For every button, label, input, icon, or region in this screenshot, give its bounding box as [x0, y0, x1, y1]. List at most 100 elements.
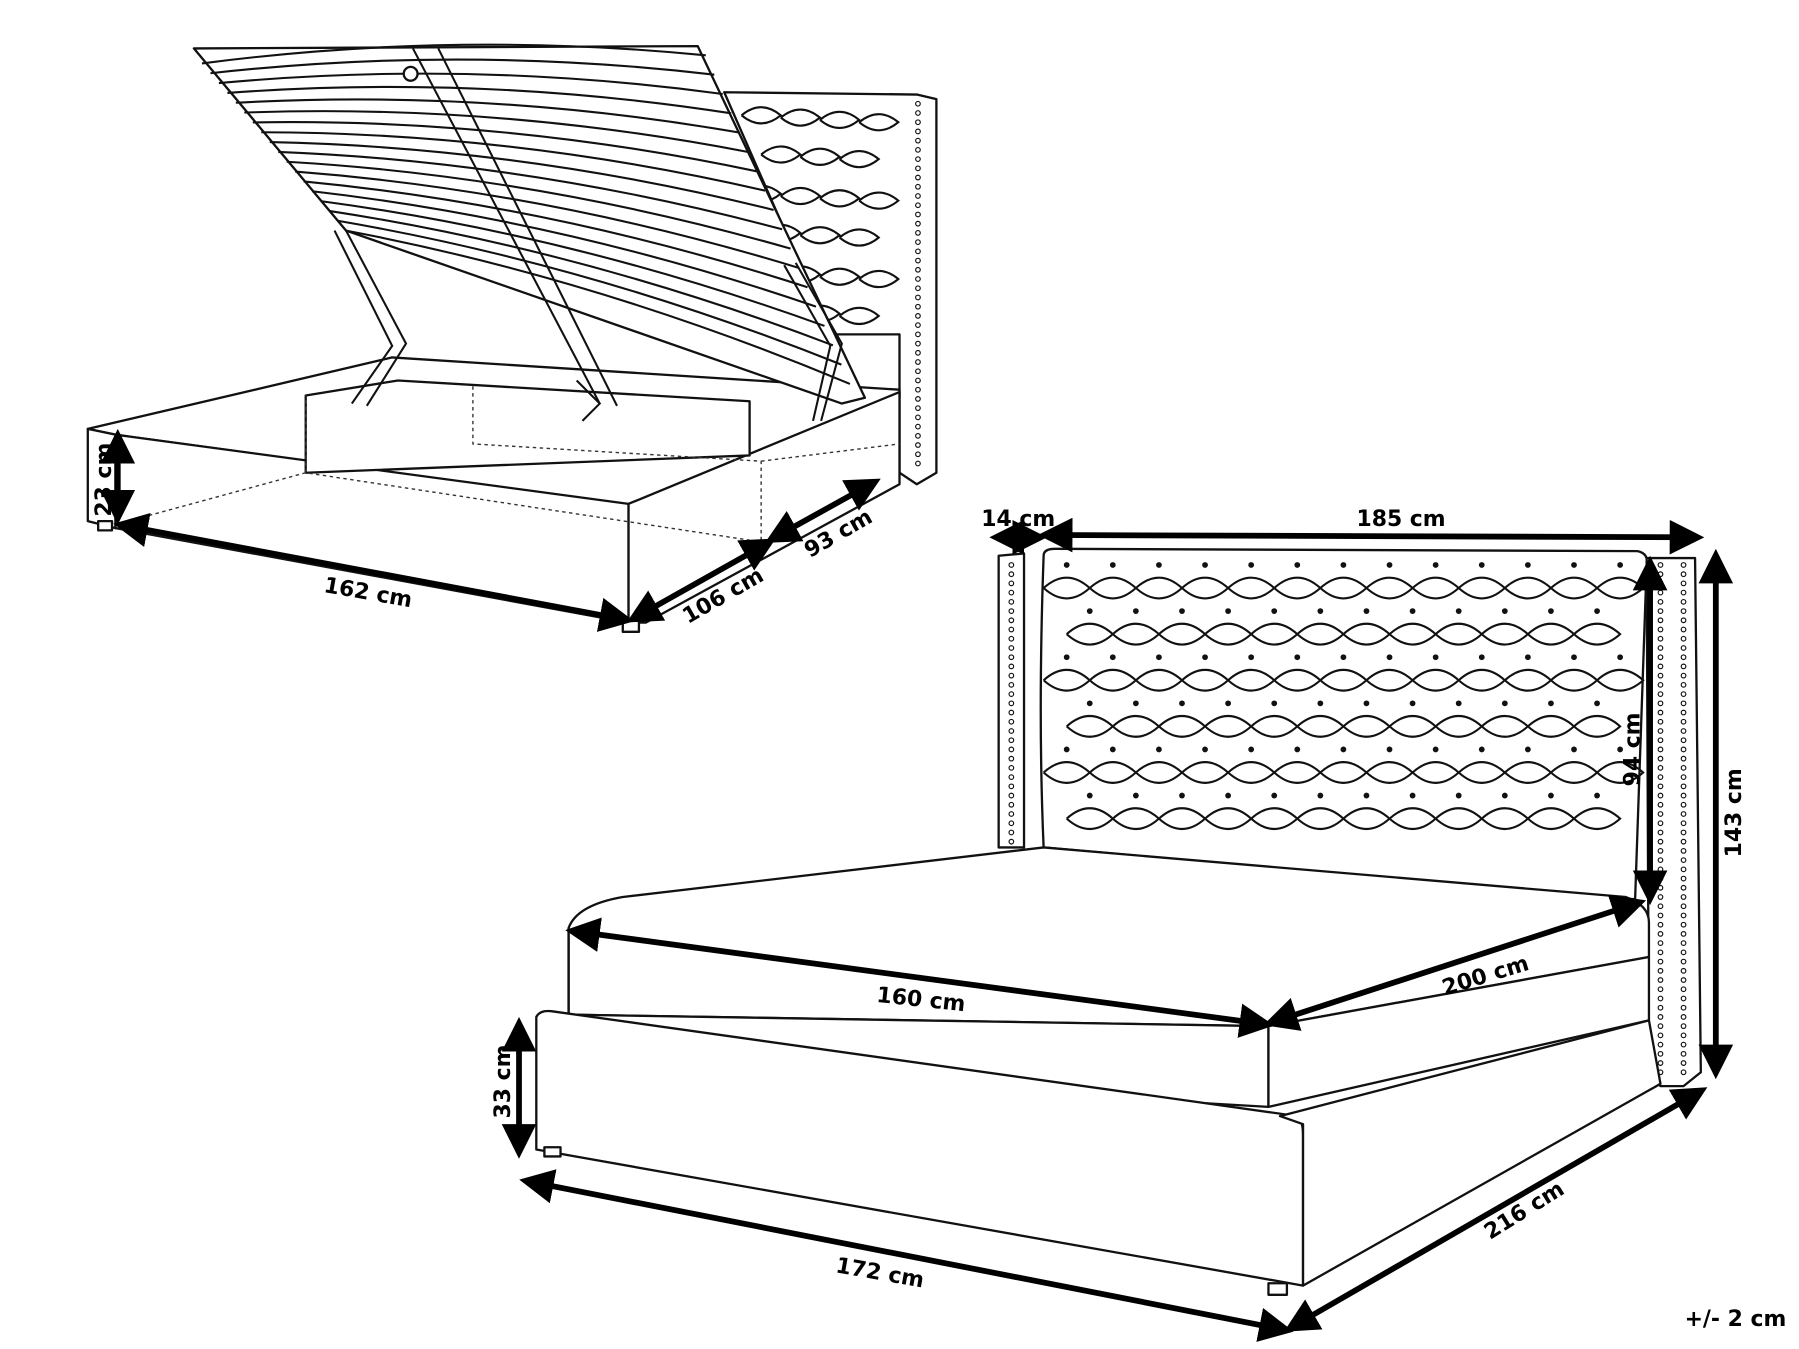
- stud: [1680, 1041, 1687, 1048]
- tuft-diamond: [838, 306, 881, 326]
- stud: [1680, 792, 1687, 799]
- stud: [915, 460, 921, 467]
- stud: [1680, 765, 1687, 771]
- stud: [1657, 1032, 1664, 1039]
- stud: [1008, 829, 1015, 836]
- tuft-diamond: [819, 267, 861, 286]
- label-headboard-width: 185 cm: [1356, 507, 1445, 532]
- stud: [915, 257, 921, 264]
- stud: [915, 230, 921, 236]
- stud: [1008, 737, 1015, 744]
- stud: [1657, 931, 1664, 937]
- tuft-button: [1432, 562, 1439, 568]
- tuft-diamond: [740, 106, 783, 125]
- stud: [1657, 940, 1664, 947]
- stud: [1008, 718, 1015, 725]
- stud: [1008, 580, 1015, 587]
- tuft-button: [1156, 746, 1162, 753]
- stud: [1680, 958, 1687, 965]
- stud: [1680, 921, 1687, 928]
- tuft-button: [1340, 562, 1347, 568]
- tuft-button: [1294, 654, 1301, 661]
- stud: [1008, 672, 1015, 679]
- tuft-button: [1156, 654, 1162, 661]
- tuft-button: [1294, 562, 1301, 568]
- tuft-diamond: [799, 147, 842, 166]
- tuft-button: [1524, 746, 1531, 753]
- tuft-button: [1409, 700, 1416, 707]
- stud: [915, 248, 921, 255]
- stud: [915, 147, 921, 153]
- tuft-button: [1271, 608, 1278, 614]
- stud: [1008, 801, 1015, 808]
- tuft-button: [1294, 746, 1301, 753]
- stud: [1680, 718, 1687, 725]
- stud: [915, 432, 921, 439]
- stud: [915, 110, 921, 116]
- slat: [312, 190, 817, 308]
- tuft-button: [1617, 562, 1624, 568]
- tuft-button: [1248, 746, 1255, 753]
- tuft-button: [1432, 654, 1439, 661]
- stud: [915, 414, 921, 421]
- tuft-button: [1455, 792, 1462, 799]
- stud: [1680, 931, 1687, 937]
- stud: [1680, 617, 1687, 624]
- dimension-line-200: [1263, 894, 1647, 1031]
- stud: [1657, 995, 1664, 1002]
- stud: [1008, 765, 1015, 771]
- stud: [915, 303, 921, 310]
- tuft-button: [1086, 608, 1093, 614]
- stud: [1680, 829, 1687, 836]
- stud: [1680, 654, 1687, 661]
- stud: [1680, 580, 1687, 587]
- tuft-button: [1548, 792, 1554, 799]
- stud: [1657, 1014, 1664, 1020]
- storage-hidden-lines: [115, 386, 900, 543]
- stud: [1680, 801, 1687, 808]
- dimension-line-160: [565, 917, 1275, 1038]
- stud: [1680, 875, 1687, 882]
- tuft-button: [1109, 562, 1116, 568]
- stud: [915, 119, 921, 126]
- tuft-diamond: [780, 108, 822, 127]
- tuft-button: [1317, 792, 1324, 799]
- slat: [218, 72, 723, 96]
- headboard-tufting: [1042, 562, 1645, 831]
- gas-lift-struts: [333, 230, 843, 422]
- stud: [915, 137, 921, 144]
- slat: [295, 170, 800, 269]
- tuft-diamond: [819, 110, 861, 130]
- stud: [1680, 691, 1687, 697]
- tuft-button: [1317, 608, 1324, 614]
- stud: [915, 183, 921, 190]
- stud: [915, 156, 921, 162]
- slats: [201, 43, 851, 385]
- stud: [1680, 1032, 1687, 1039]
- stud: [915, 239, 921, 246]
- stud: [1008, 838, 1015, 845]
- stud: [1680, 1069, 1687, 1076]
- stud: [1680, 940, 1687, 947]
- tuft-button: [1478, 654, 1485, 661]
- stud: [1657, 1050, 1664, 1057]
- tuft-button: [1455, 700, 1462, 707]
- tuft-button: [1179, 608, 1185, 614]
- stud: [915, 128, 921, 135]
- label-total-height: 143 cm: [1722, 768, 1747, 857]
- stud: [1680, 728, 1687, 734]
- tuft-button: [1132, 608, 1139, 614]
- stud: [915, 193, 921, 199]
- stud: [1680, 746, 1687, 753]
- tuft-button: [1363, 608, 1370, 614]
- tuft-button: [1363, 700, 1370, 707]
- stud: [915, 377, 921, 384]
- stud: [915, 202, 921, 209]
- tuft-button: [1132, 792, 1139, 799]
- tuft-button: [1202, 562, 1208, 568]
- tuft-button: [1271, 792, 1278, 799]
- tuft-button: [1225, 608, 1231, 614]
- tuft-button: [1571, 654, 1577, 661]
- stud: [1680, 912, 1687, 919]
- tuft-button: [1501, 608, 1508, 614]
